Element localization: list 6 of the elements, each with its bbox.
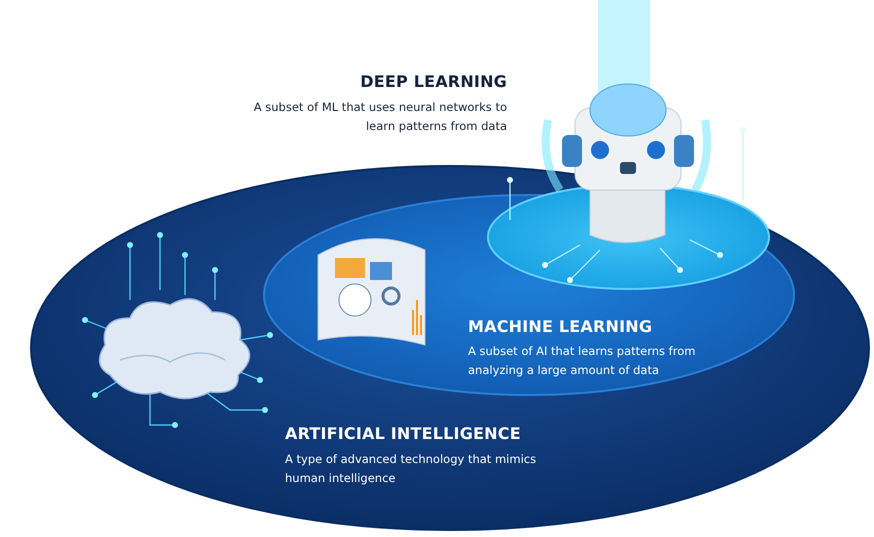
section-heading: MACHINE LEARNING (468, 317, 654, 336)
description-text: A subset of AI that learns patterns from analyzing a large amount of data (468, 343, 696, 379)
section-heading: DEEP LEARNING (359, 72, 507, 91)
description-text: A subset of ML that uses neural networks to learn patterns from data (252, 99, 507, 135)
description-text: A type of advanced technology that mimics human intelligence (285, 451, 538, 487)
section-heading: ARTIFICIAL INTELLIGENCE (285, 424, 522, 443)
